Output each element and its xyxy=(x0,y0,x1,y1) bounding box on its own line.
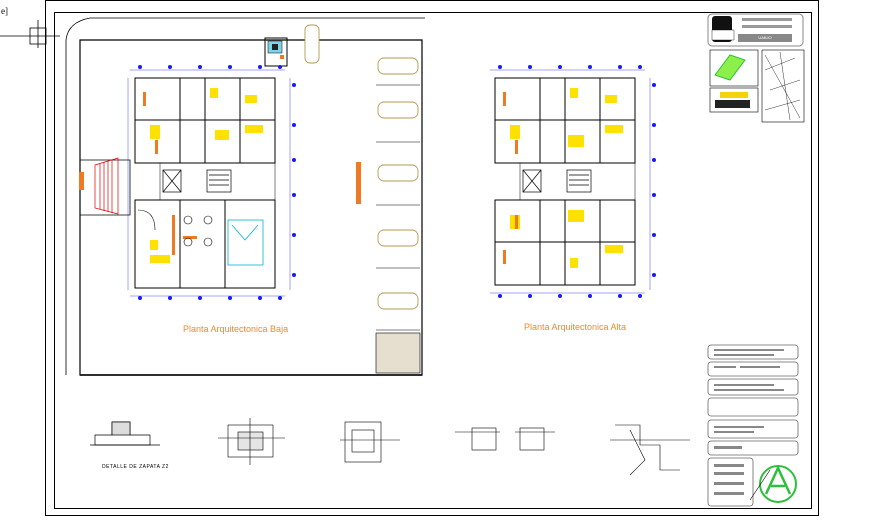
title-block-header xyxy=(707,13,804,47)
title-block-caption: UABJO xyxy=(758,35,772,40)
section-detail-4 xyxy=(455,427,555,451)
university-logo xyxy=(749,465,797,503)
planter-hatch xyxy=(375,332,421,374)
section-detail-5 xyxy=(610,424,690,476)
lower-plan-title: Planta Arquitectonica Baja xyxy=(183,324,289,334)
corner-label: e] xyxy=(1,6,8,16)
location-map xyxy=(709,49,805,123)
footing-detail-label: DETALLE DE ZAPATA Z2 xyxy=(102,464,169,470)
parking-lines xyxy=(376,84,420,331)
cad-cursor xyxy=(0,20,60,48)
section-detail-3 xyxy=(340,421,400,463)
lower-floor-plan xyxy=(127,65,296,300)
title-block-text-lines xyxy=(714,349,784,495)
entrance-stair xyxy=(94,157,119,215)
sheet-border xyxy=(45,0,819,516)
site-boundary xyxy=(65,17,425,376)
guard-booth xyxy=(264,37,288,67)
parking-cars xyxy=(304,24,419,310)
footing-detail xyxy=(90,421,160,446)
annotation-mark xyxy=(79,172,84,190)
annotation-mark xyxy=(356,162,361,204)
upper-floor-plan xyxy=(490,65,656,298)
upper-plan-title: Planta Arquitectonica Alta xyxy=(524,322,627,332)
section-detail-2 xyxy=(218,418,285,465)
inner-border xyxy=(54,12,812,509)
